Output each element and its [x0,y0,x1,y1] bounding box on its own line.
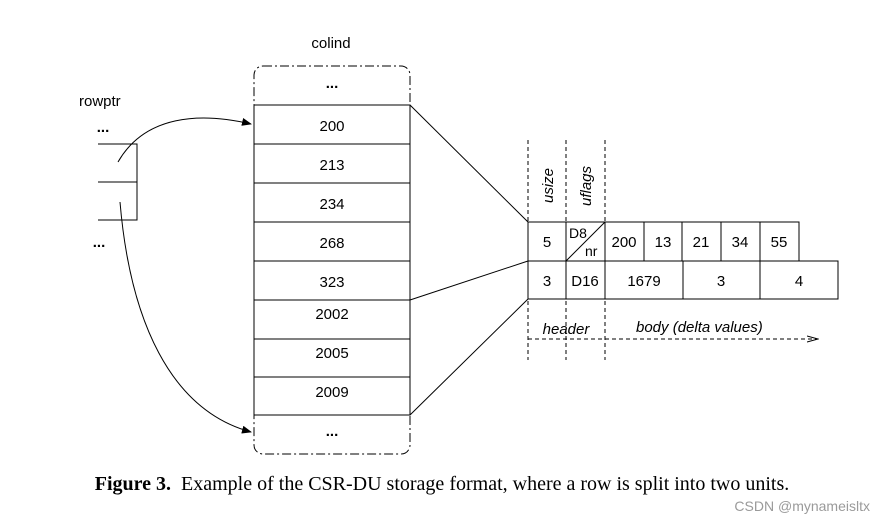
colind-value: 234 [319,196,344,213]
rowptr-arrow-top [117,117,252,163]
colind-value: 2002 [315,306,348,323]
unit1-flags-bottom: nr [585,243,598,259]
body-label: body (delta values) [636,319,763,336]
unit1-delta: 200 [611,234,636,251]
rowptr-arrow-bottom [119,201,252,434]
unit1-delta: 13 [655,234,672,251]
rowptr-bottom-ellipsis: ... [93,234,106,251]
figure-caption: Figure 3. Example of the CSR-DU storage … [0,473,884,496]
unit1-delta: 21 [693,234,710,251]
colind-bottom-ellipsis: ... [326,423,339,440]
figure-label: Figure 3. [94,473,172,495]
unit2-delta: 3 [717,273,725,290]
flags-diagonal [565,221,606,262]
unit2-delta: 1679 [627,273,660,290]
colind-value: 323 [319,274,344,291]
unit-cell [759,260,839,300]
colind-value: 213 [319,157,344,174]
colind-value: 2005 [315,345,348,362]
unit2-usize: 3 [543,273,551,290]
colind-label: colind [311,35,350,52]
unit-2: 3 D16 1679 3 4 [527,260,839,300]
unit1-usize: 5 [543,234,551,251]
figure-text: Example of the CSR-DU storage format, wh… [181,473,790,495]
colind-value: 2009 [315,384,348,401]
unit1-delta: 34 [732,234,749,251]
field-separators [527,140,606,360]
colind-top-ellipsis: ... [326,75,339,92]
rowptr-label: rowptr [79,93,121,110]
rowptr-cells [98,143,138,221]
rowptr-top-ellipsis: ... [97,119,110,136]
colind-cell [253,376,411,416]
unit1-flags-top: D8 [569,225,587,241]
unit2-flags: D16 [571,273,599,290]
colind-value: 200 [319,118,344,135]
header-label: header [543,321,591,338]
colind-cells: 200 213 234 268 323 2002 2005 2009 [253,104,411,416]
usize-label: usize [540,168,557,203]
zoom-lines [409,104,529,416]
colind-value: 268 [319,235,344,252]
unit2-delta: 4 [795,273,803,290]
unit-1: 5 D8 nr 200 13 21 34 55 [527,221,800,262]
unit1-delta: 55 [771,234,788,251]
watermark: CSDN @mynameisltx [734,498,870,514]
uflags-label: uflags [578,165,595,206]
